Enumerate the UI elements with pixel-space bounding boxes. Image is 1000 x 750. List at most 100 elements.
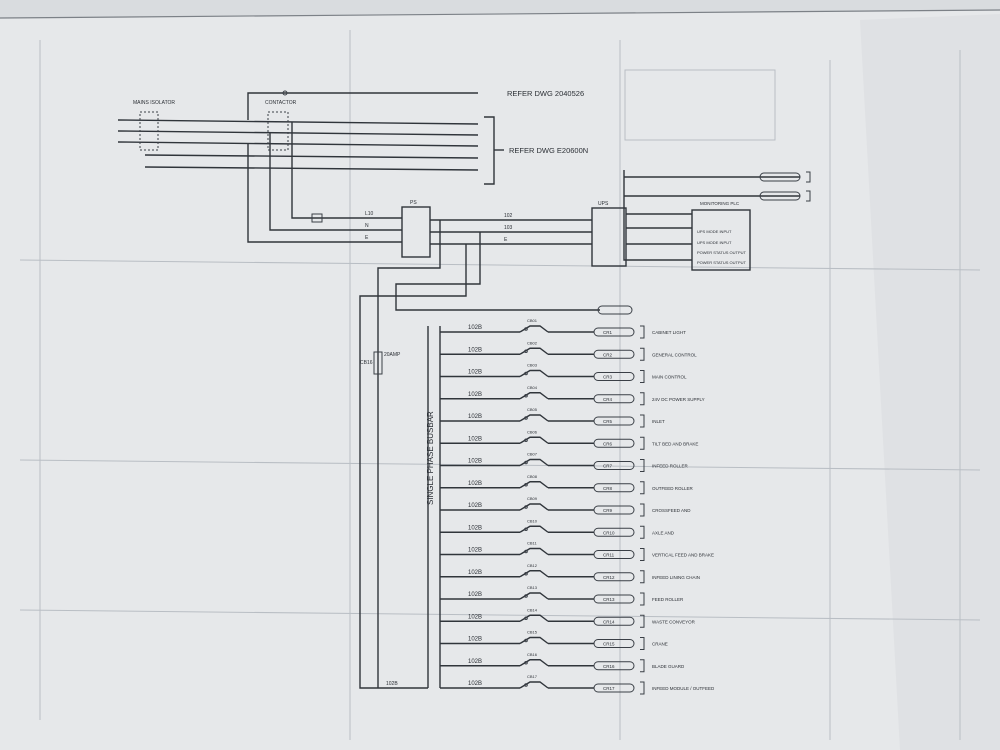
l-wire-label: L10 — [365, 211, 374, 217]
circuit-breaker-label: CB12 — [527, 563, 538, 568]
circuit-wire-label: 102B — [468, 370, 482, 376]
circuit-terminal-label: CR9 — [603, 508, 612, 513]
circuit-breaker-label: CB17 — [527, 674, 538, 679]
circuit-terminal — [593, 438, 635, 448]
circuit-wire-label: 102B — [468, 459, 482, 465]
circuit-terminal-label: CR5 — [603, 419, 612, 424]
circuit-breaker-label: CB07 — [527, 452, 538, 457]
ps-label: PS — [410, 200, 417, 206]
circuit-breaker-label: CB15 — [527, 630, 538, 635]
circuit-description: MAIN CONTROL — [652, 375, 687, 380]
circuit-wire-label: 102B — [468, 481, 482, 487]
circuit-description: VERTICAL FEED AND BRAKE — [652, 553, 714, 558]
circuit-breaker-label: CB03 — [527, 363, 538, 368]
circuit-breaker-label: CB01 — [527, 318, 538, 323]
circuit-terminal-label: CR14 — [603, 619, 615, 624]
circuit-terminal — [593, 461, 635, 470]
paper-sheet — [0, 10, 1000, 750]
busbar-feed-wire-label: 102B — [386, 681, 398, 687]
circuit-bracket — [640, 614, 645, 628]
wire-103-label: 103 — [504, 225, 513, 231]
circuit-terminal-label: CR4 — [603, 397, 612, 402]
circuit-bracket — [640, 459, 645, 472]
circuit-terminal — [593, 327, 635, 337]
circuit-wire-label: 102B — [468, 414, 482, 420]
main-isolator-label: MAINS ISOLATOR — [133, 100, 175, 106]
circuit-terminal-label: CR16 — [603, 664, 615, 669]
circuit-bracket — [640, 548, 645, 561]
main-isolator-symbol — [139, 111, 159, 151]
ups-label: UPS — [598, 201, 609, 207]
circuit-wire-label: 102B — [468, 325, 482, 331]
circuit-description: AXLE AND — [652, 530, 675, 535]
circuit-terminal — [593, 616, 635, 626]
circuit-wire-label: 102B — [468, 525, 482, 531]
circuit-wire-label: 102B — [468, 659, 482, 665]
circuit-terminal — [593, 483, 635, 493]
circuit-bracket — [640, 503, 645, 517]
circuit-breaker-label: CB08 — [527, 474, 538, 479]
circuit-terminal-label: CR7 — [603, 464, 612, 469]
circuit-wire-label: 102B — [468, 681, 482, 687]
l-feed-wire — [291, 122, 402, 219]
circuit-description: TILT BED AND BRAKE — [652, 441, 698, 446]
circuit-wire-label: 102B — [468, 637, 482, 643]
supply-feed: L10 N E PS 102 103 E UPS MONITORING PLC … — [247, 122, 811, 689]
n-wire-label: N — [365, 223, 369, 229]
contactor-label: CONTACTOR — [265, 100, 297, 106]
main-busbar-tag: 20AMP — [384, 352, 401, 358]
aux-line-top — [247, 92, 478, 120]
feed-breaker — [311, 213, 323, 223]
circuit-description: INFEED LINING CHAIN — [652, 575, 700, 580]
phase-line-l2 — [117, 130, 479, 136]
circuit-description: OUTFEED ROLLER — [652, 486, 694, 491]
phase-line-l1 — [117, 119, 479, 125]
circuit-breaker-label: CB04 — [527, 385, 538, 390]
plc-label: MONITORING PLC — [700, 201, 740, 206]
neutral-return-wire — [395, 232, 600, 311]
earth-line — [144, 166, 479, 171]
circuit-terminal-label: CR17 — [603, 686, 615, 691]
circuit-bracket — [640, 392, 645, 406]
circuit-wire-label: 102B — [468, 392, 482, 398]
contactor-symbol — [267, 111, 289, 151]
neutral-line — [144, 154, 479, 159]
circuit-bracket — [640, 370, 645, 383]
circuit-breaker-label: CB02 — [527, 340, 538, 345]
circuit-bracket — [640, 414, 645, 428]
circuit-terminal — [593, 683, 635, 693]
circuit-description: INLET — [652, 419, 665, 424]
ups-block — [591, 207, 627, 267]
plc-input-4: POWER STATUS OUTPUT — [697, 260, 747, 265]
circuit-description: INFEED ROLLER — [652, 464, 689, 469]
circuit-bracket — [640, 681, 645, 695]
circuit-wire-label: 102B — [468, 503, 482, 509]
circuit-bracket — [640, 570, 645, 584]
circuit-terminal — [593, 372, 635, 381]
circuit-terminal — [593, 349, 635, 359]
circuit-breaker-label: CB06 — [527, 429, 538, 434]
main-busbar-breaker-label: CB16 — [360, 360, 373, 366]
paper-shadow-right — [860, 14, 1000, 750]
circuit-bracket — [640, 347, 645, 361]
circuit-terminal — [593, 505, 635, 515]
busbar-label: SINGLE PHASE BUSBAR — [426, 411, 435, 505]
circuit-description: FEED ROLLER — [652, 597, 684, 602]
circuit-description: WASTE CONVEYOR — [652, 619, 696, 624]
